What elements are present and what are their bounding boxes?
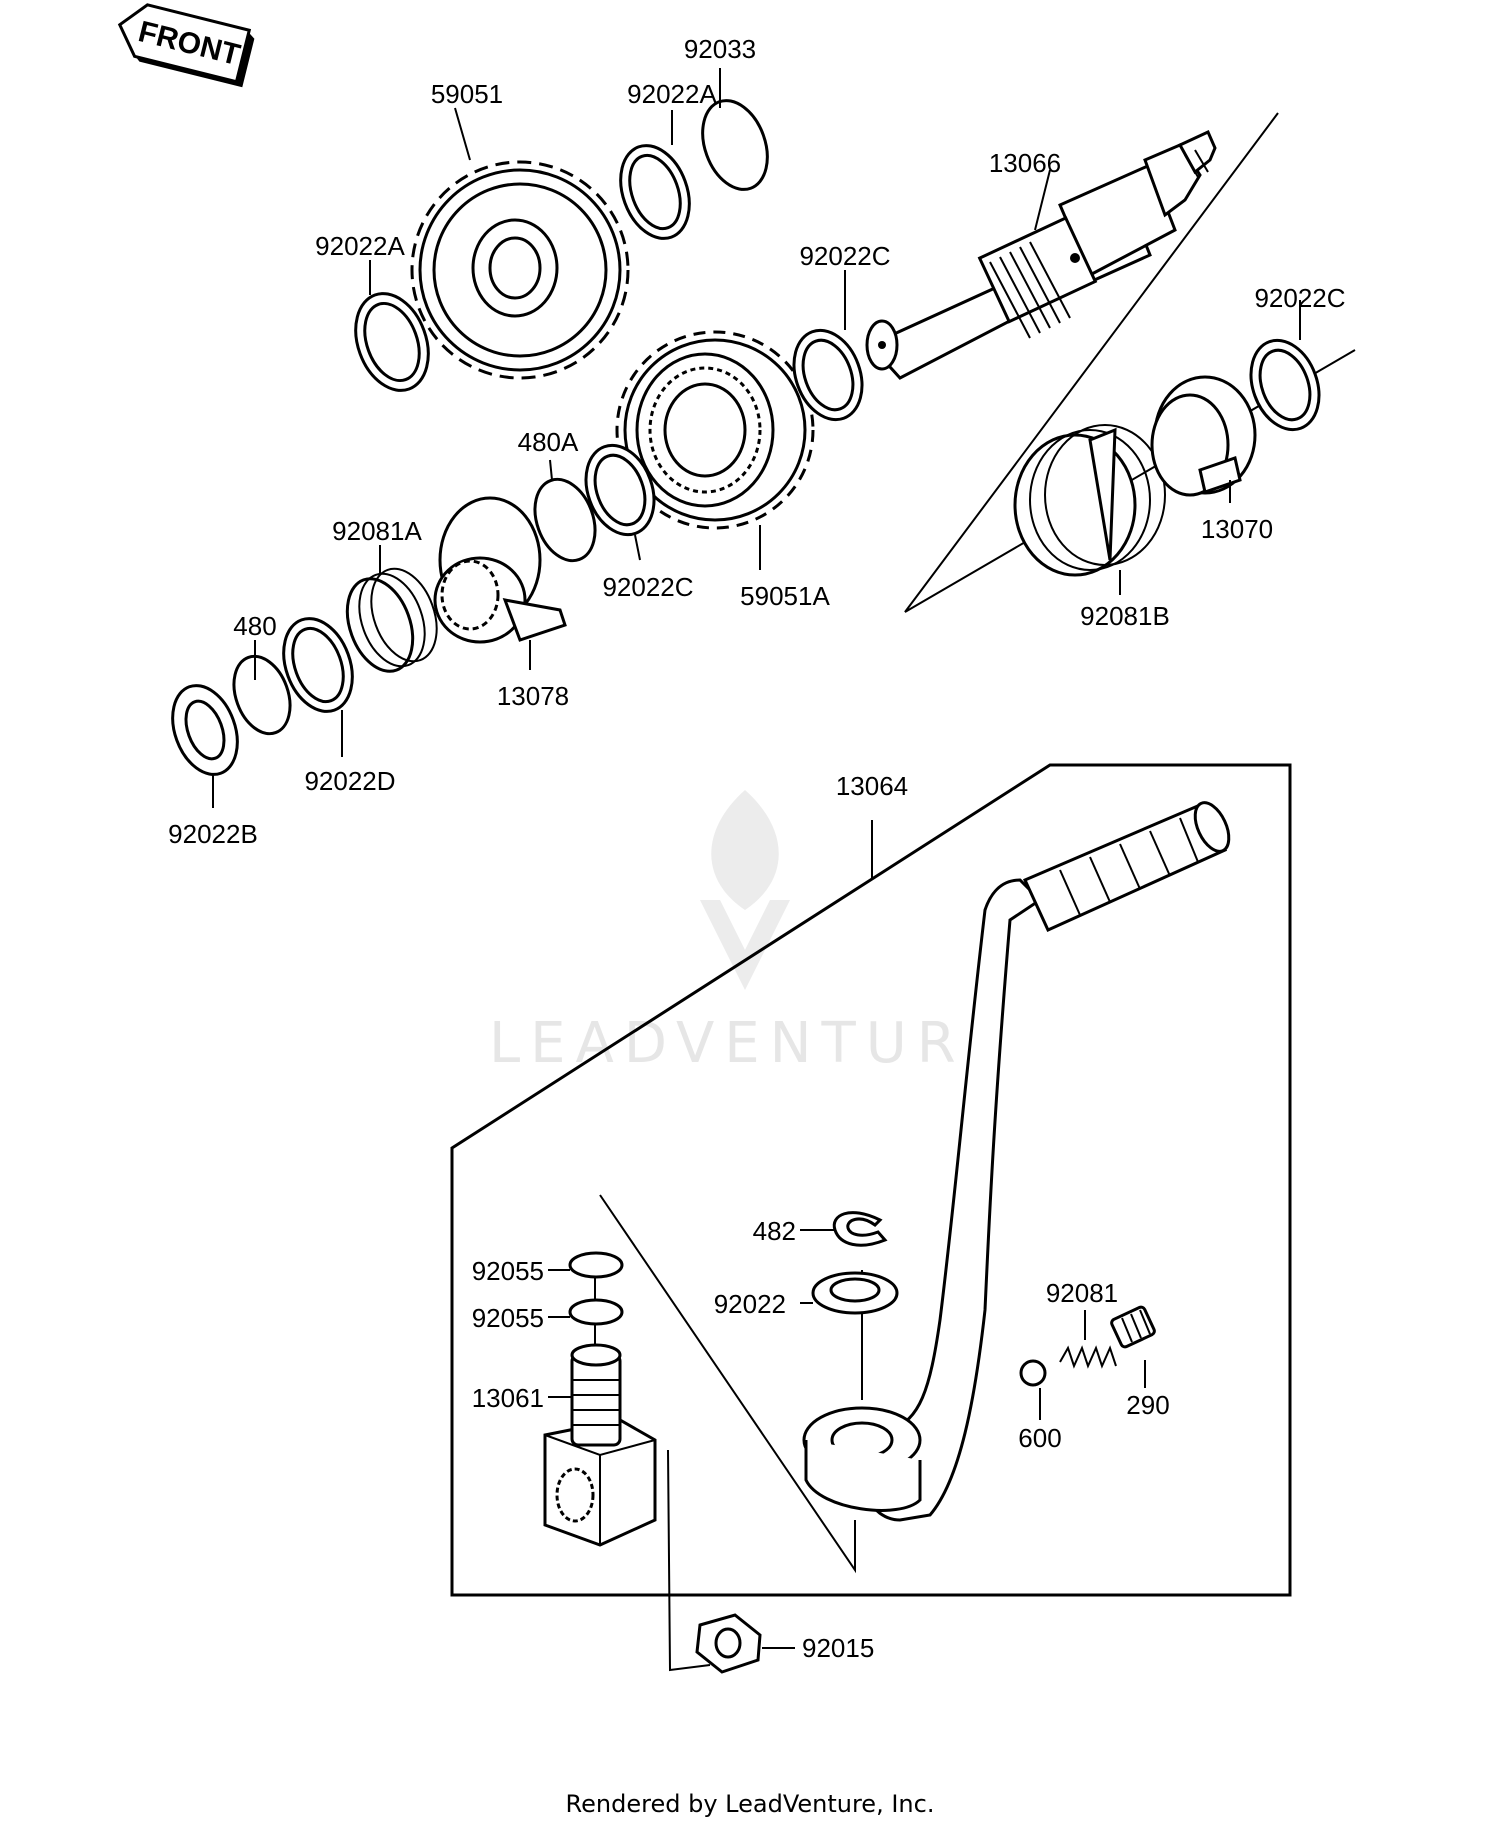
callout-92022c-mid: 92022C bbox=[799, 241, 890, 271]
front-arrow-tag: FRONT bbox=[117, 3, 255, 88]
kick-pedal-arm bbox=[802, 878, 1043, 1522]
watermark: LEADVENTURE bbox=[489, 790, 1011, 1076]
callout-480: 480 bbox=[233, 611, 276, 641]
washer-92022b bbox=[171, 684, 239, 776]
callout-92022c-low: 92022C bbox=[602, 572, 693, 602]
ratchet-13078 bbox=[433, 496, 567, 644]
callout-482: 482 bbox=[753, 1216, 796, 1246]
o-ring-92055-lower bbox=[568, 1298, 624, 1326]
washer-92022d bbox=[282, 617, 354, 713]
collar-13070 bbox=[1150, 375, 1257, 497]
lower-leader-lines bbox=[548, 1229, 1146, 1649]
upper-callouts: 92033 59051 92022A 13066 92022A 92022C 9… bbox=[168, 34, 1345, 849]
kick-pedal-assembly-frame bbox=[450, 763, 1292, 1597]
callout-92015: 92015 bbox=[802, 1633, 874, 1663]
callout-92022d: 92022D bbox=[304, 766, 395, 796]
callout-59051a: 59051A bbox=[740, 581, 830, 611]
callout-92055-lower: 92055 bbox=[472, 1303, 544, 1333]
washer-92022a-top bbox=[619, 144, 691, 240]
plug-290 bbox=[1110, 1305, 1156, 1349]
washer-92022a-left bbox=[354, 292, 430, 392]
footer-credit: Rendered by LeadVenture, Inc. bbox=[565, 1790, 935, 1818]
nut-guide-line bbox=[667, 1449, 711, 1672]
washer-92022c-right bbox=[1249, 338, 1321, 432]
callout-92022a-top: 92022A bbox=[627, 79, 717, 109]
washer-92022c-low bbox=[584, 443, 656, 537]
e-clip-482 bbox=[832, 1211, 888, 1247]
lower-guide-line bbox=[599, 1194, 856, 1574]
kick-shaft-13066 bbox=[865, 129, 1217, 380]
callout-290: 290 bbox=[1126, 1390, 1169, 1420]
callout-92022: 92022 bbox=[714, 1289, 786, 1319]
lower-callouts: 482 92055 92055 92022 92081 13061 290 60… bbox=[472, 1216, 1170, 1663]
boss-13061 bbox=[543, 1343, 657, 1547]
callout-92022a-left: 92022A bbox=[315, 231, 405, 261]
callout-92022b: 92022B bbox=[168, 819, 258, 849]
upper-leader-lines bbox=[212, 68, 1301, 808]
callout-13061: 13061 bbox=[472, 1383, 544, 1413]
callout-92022c-right: 92022C bbox=[1254, 283, 1345, 313]
circlip-480 bbox=[232, 654, 292, 736]
kick-pedal-grip bbox=[1022, 801, 1231, 932]
callout-92081a: 92081A bbox=[332, 516, 422, 546]
spring-92081b bbox=[1013, 424, 1166, 577]
callout-59051: 59051 bbox=[431, 79, 503, 109]
washer-92022c-mid bbox=[792, 328, 864, 422]
o-ring-92055-upper bbox=[568, 1251, 624, 1279]
callout-92055-upper: 92055 bbox=[472, 1256, 544, 1286]
callout-13078: 13078 bbox=[497, 681, 569, 711]
gear-59051a bbox=[615, 330, 815, 530]
callout-92081b: 92081B bbox=[1080, 601, 1170, 631]
callout-600: 600 bbox=[1018, 1423, 1061, 1453]
ball-600 bbox=[1019, 1359, 1047, 1387]
spring-92081 bbox=[1059, 1345, 1117, 1369]
watermark-text: LEADVENTURE bbox=[489, 1011, 1011, 1076]
callout-13066: 13066 bbox=[989, 148, 1061, 178]
spring-92081a bbox=[345, 567, 438, 673]
nut-92015 bbox=[695, 1613, 762, 1674]
callout-92033: 92033 bbox=[684, 34, 756, 64]
callout-480a: 480A bbox=[518, 427, 579, 457]
washer-92022 bbox=[811, 1271, 899, 1315]
circlip-480a bbox=[533, 477, 597, 563]
gear-59051 bbox=[410, 160, 630, 380]
callout-13070: 13070 bbox=[1201, 514, 1273, 544]
callout-92081: 92081 bbox=[1046, 1278, 1118, 1308]
callout-13064: 13064 bbox=[836, 771, 908, 801]
